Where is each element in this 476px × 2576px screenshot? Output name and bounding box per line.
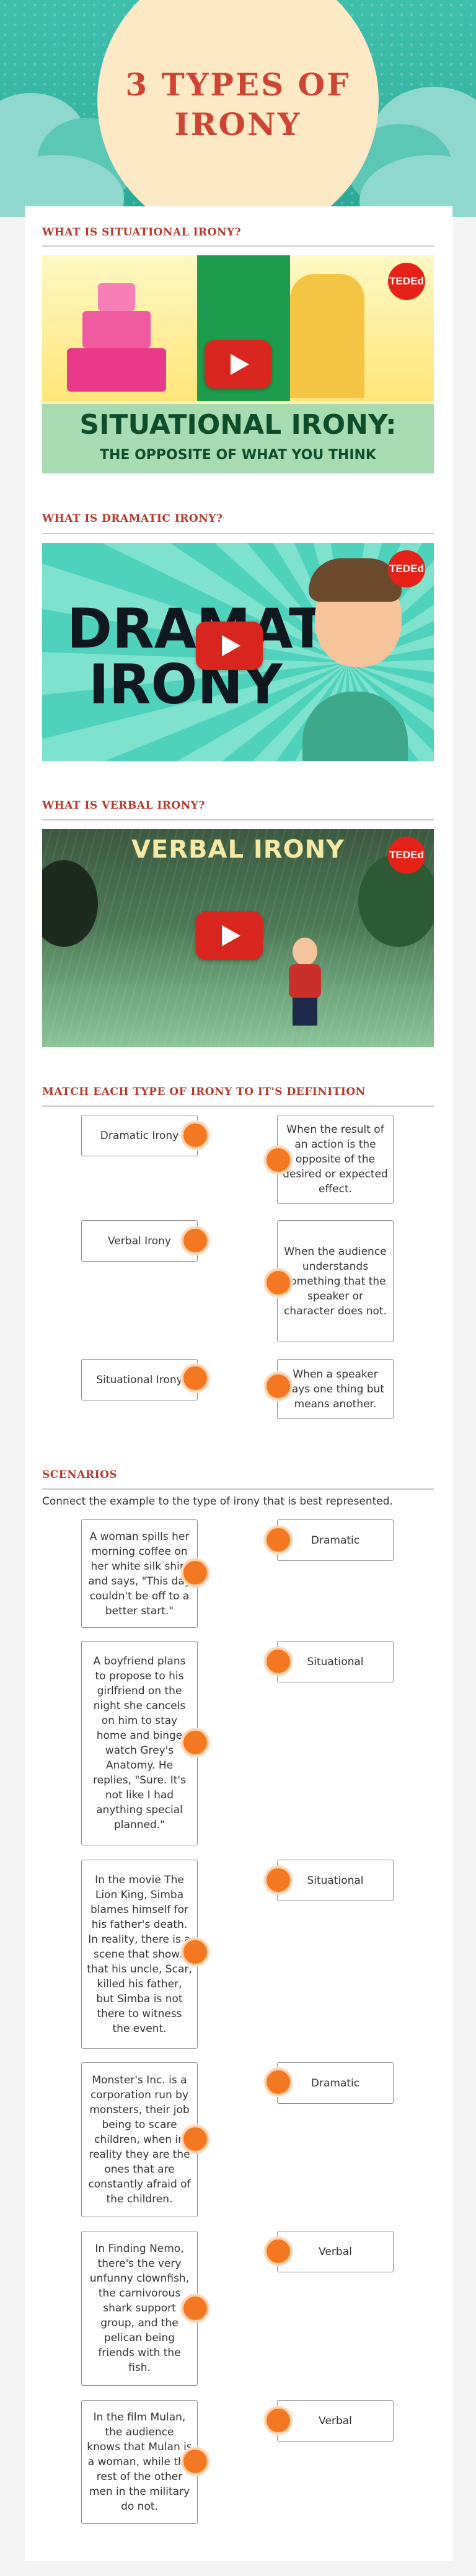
match-term-situational[interactable]: Situational Irony xyxy=(81,1359,198,1400)
section-title-situational: What is Situational Irony? xyxy=(42,226,242,239)
scenario-answer-6[interactable]: Verbal xyxy=(277,2400,394,2442)
match-connector-right[interactable] xyxy=(265,1146,292,1174)
scenario-example-3[interactable]: In the movie The Lion King, Simba blames… xyxy=(81,1860,198,2049)
section-title-verbal: What is Verbal Irony? xyxy=(42,799,205,812)
header-banner: 3 Types of Irony xyxy=(0,0,476,217)
cake-shape xyxy=(98,283,135,311)
scenario-answer-2[interactable]: Situational xyxy=(277,1641,394,1682)
scenario-example-1[interactable]: A woman spills her morning coffee on her… xyxy=(81,1519,198,1628)
cake-shape xyxy=(67,348,166,392)
match-connector-left[interactable] xyxy=(182,1122,209,1149)
scenario-connector-right[interactable] xyxy=(265,1648,292,1675)
divider xyxy=(42,245,434,247)
ted-ed-logo: TEDEd xyxy=(388,837,425,874)
character-body xyxy=(289,964,321,998)
scenario-connector-right[interactable] xyxy=(265,2407,292,2434)
scenario-example-4[interactable]: Monster's Inc. is a corporation run by m… xyxy=(81,2062,198,2217)
scenario-connector-right[interactable] xyxy=(265,1526,292,1554)
scenario-connector-left[interactable] xyxy=(182,1559,209,1586)
ted-ed-logo: TEDEd xyxy=(388,550,425,587)
section-title-dramatic: What is Dramatic Irony? xyxy=(42,512,223,525)
ted-ed-logo: TEDEd xyxy=(388,263,425,300)
scenario-example-2[interactable]: A boyfriend plans to propose to his girl… xyxy=(81,1641,198,1845)
match-definition-1[interactable]: When the result of an action is the oppo… xyxy=(277,1115,394,1204)
scenario-answer-4[interactable]: Dramatic xyxy=(277,2062,394,2104)
video-situational-irony[interactable]: SITUATIONAL IRONY: THE OPPOSITE OF WHAT … xyxy=(42,255,434,473)
match-term-dramatic[interactable]: Dramatic Irony xyxy=(81,1115,198,1156)
match-connector-left[interactable] xyxy=(182,1227,209,1254)
scenario-answer-1[interactable]: Dramatic xyxy=(277,1519,394,1561)
video-banner-title: SITUATIONAL IRONY: xyxy=(79,409,397,441)
play-button[interactable] xyxy=(196,912,263,960)
section-title-scenarios: Scenarios xyxy=(42,1469,118,1481)
play-button[interactable] xyxy=(205,340,271,389)
character-head xyxy=(293,938,317,965)
match-connector-left[interactable] xyxy=(182,1365,209,1392)
character-legs xyxy=(293,998,317,1026)
play-button[interactable] xyxy=(196,622,263,670)
scenario-connector-right[interactable] xyxy=(265,1866,292,1894)
character-shape xyxy=(290,274,364,398)
title-circle xyxy=(97,0,379,217)
scenario-connector-left[interactable] xyxy=(182,2448,209,2475)
match-connector-right[interactable] xyxy=(265,1269,292,1296)
scenario-connector-left[interactable] xyxy=(182,1729,209,1756)
divider xyxy=(42,819,434,820)
scenario-connector-left[interactable] xyxy=(182,2295,209,2322)
video-verbal-irony[interactable]: VERBAL IRONY TEDEd xyxy=(42,829,434,1047)
video-dramatic-irony[interactable]: DRAMATIC IRONY TEDEd xyxy=(42,543,434,761)
match-definition-3[interactable]: When a speaker says one thing but means … xyxy=(277,1359,394,1419)
scenario-connector-left[interactable] xyxy=(182,2125,209,2153)
tree-shape xyxy=(42,860,98,947)
match-term-verbal[interactable]: Verbal Irony xyxy=(81,1220,198,1262)
scenario-connector-left[interactable] xyxy=(182,1938,209,1966)
match-definition-2[interactable]: When the audience understands something … xyxy=(277,1220,394,1342)
scenarios-instructions: Connect the example to the type of irony… xyxy=(42,1495,393,1508)
character-hair xyxy=(309,558,402,602)
divider xyxy=(42,533,434,534)
section-title-match: Match each type of irony to it's definit… xyxy=(42,1086,366,1098)
scenario-connector-right[interactable] xyxy=(265,2238,292,2265)
page-title: 3 Types of Irony xyxy=(125,66,351,143)
character-body xyxy=(302,692,408,761)
cake-shape xyxy=(82,311,151,348)
video-text: VERBAL IRONY xyxy=(131,835,345,864)
match-connector-right[interactable] xyxy=(265,1373,292,1400)
scenario-example-5[interactable]: In Finding Nemo, there's the very unfunn… xyxy=(81,2231,198,2386)
divider xyxy=(42,1488,434,1490)
scenario-connector-right[interactable] xyxy=(265,2068,292,2096)
video-banner xyxy=(42,404,434,473)
divider xyxy=(42,1106,434,1107)
scenario-answer-5[interactable]: Verbal xyxy=(277,2231,394,2272)
scenario-example-6[interactable]: In the film Mulan, the audience knows th… xyxy=(81,2400,198,2524)
scenario-answer-3[interactable]: Situational xyxy=(277,1860,394,1901)
video-banner-subtitle: THE OPPOSITE OF WHAT YOU THINK xyxy=(100,447,376,463)
